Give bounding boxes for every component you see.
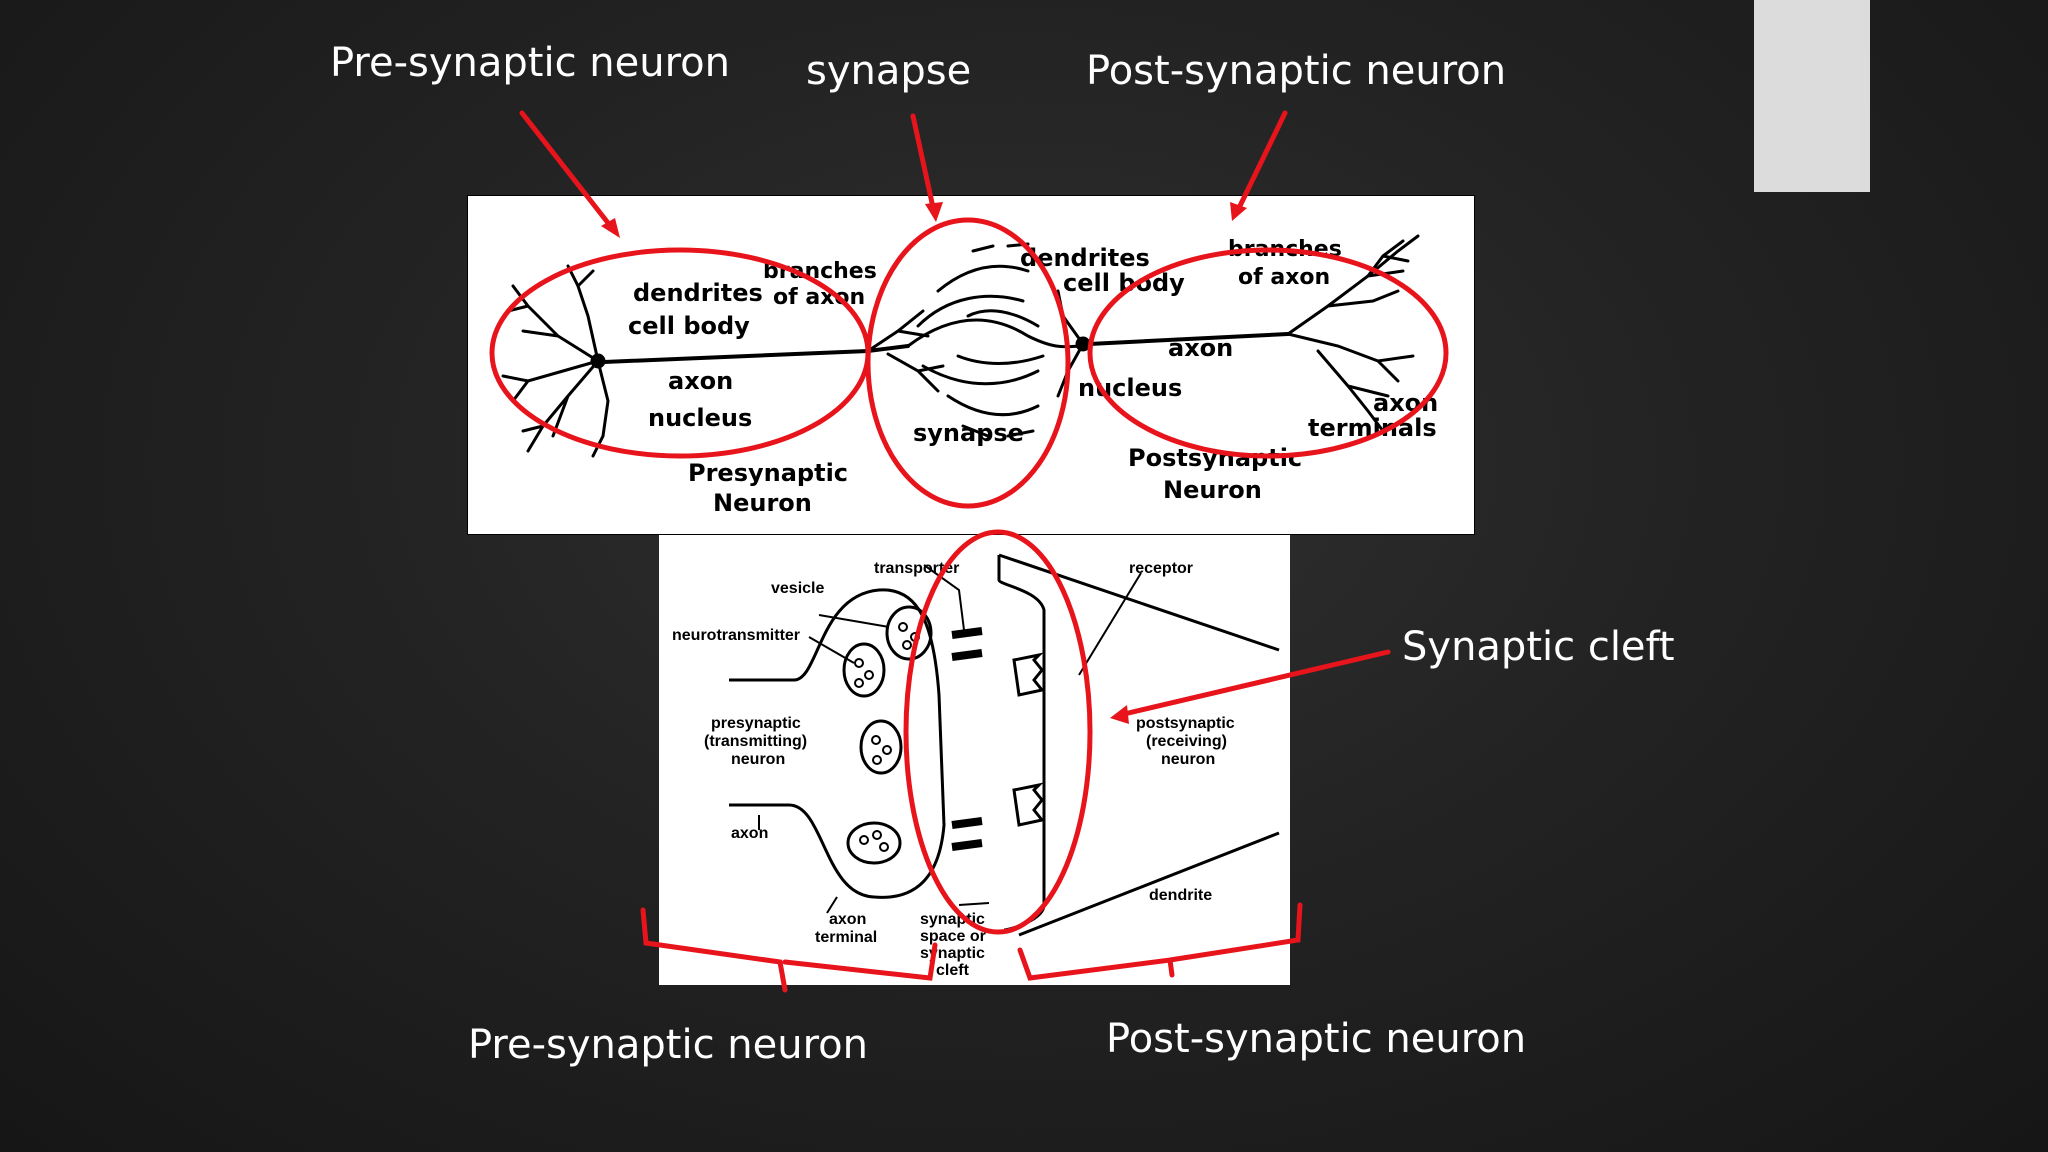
synapse-detail-drawing: transporter vesicle receptor neurotransm… <box>672 553 1280 979</box>
presynaptic-neuron-ellipse <box>489 247 871 459</box>
vesicle-label: vesicle <box>771 580 824 597</box>
pre-dendrites-label: dendrites <box>633 279 763 307</box>
postsynaptic-brace <box>1017 902 1303 981</box>
receptor-bottom <box>1012 782 1045 827</box>
label-top-synapse: synapse <box>806 48 972 94</box>
post-name-line2: Neuron <box>1163 476 1262 504</box>
dendrite-label: dendrite <box>1149 887 1212 904</box>
presynaptic-label-line2: (transmitting) <box>704 733 807 750</box>
axon-terminal-line2: terminal <box>815 929 877 946</box>
receptor-label: receptor <box>1129 560 1193 577</box>
arrowhead-synaptic-cleft <box>1110 705 1129 724</box>
transporter-label: transporter <box>874 560 959 577</box>
vesicles <box>842 605 933 865</box>
pre-axon-label: axon <box>668 367 733 395</box>
synapse-inner-label: synapse <box>913 419 1024 447</box>
neurotransmitter-label: neurotransmitter <box>672 627 800 644</box>
axon-label: axon <box>731 825 768 842</box>
synapse-detail-figure: transporter vesicle receptor neurotransm… <box>659 535 1290 985</box>
dendrite-upper-edge <box>998 553 1280 652</box>
postsynaptic-axon <box>1087 332 1290 346</box>
branches-label-line1: branches <box>763 259 877 284</box>
pre-nucleus-label: nucleus <box>648 404 752 432</box>
cleft-label-line2: space or <box>920 928 986 945</box>
dendrite-lower-edge <box>1018 831 1280 937</box>
post-axon-label: axon <box>1168 334 1233 362</box>
arrowhead-synapse <box>925 202 943 222</box>
label-bottom-postsynaptic-neuron: Post-synaptic neuron <box>1106 1016 1527 1062</box>
arrow-synaptic-cleft <box>1117 649 1391 718</box>
postsynaptic-label-line3: neuron <box>1161 751 1215 768</box>
postsynaptic-neuron-ellipse <box>1087 247 1449 459</box>
transporters <box>951 627 983 851</box>
axon-terminal-line1: axon <box>829 911 866 928</box>
arrow-synapse <box>910 113 937 215</box>
pre-name-line2: Neuron <box>713 489 812 517</box>
post-branches-line2: of axon <box>1238 265 1330 290</box>
accent-bar <box>1754 0 1870 192</box>
pre-cell-body-label: cell body <box>628 312 750 340</box>
presynaptic-terminal-outline <box>729 588 946 899</box>
cleft-label-line4: cleft <box>936 962 970 979</box>
postsynaptic-label-line2: (receiving) <box>1146 733 1227 750</box>
synapse-ellipse <box>865 217 1071 509</box>
arrowhead-presynaptic <box>601 218 620 238</box>
pre-name-line1: Presynaptic <box>688 459 848 487</box>
receptor-top <box>1012 652 1045 697</box>
presynaptic-label-line1: presynaptic <box>711 715 801 732</box>
label-top-postsynaptic-neuron: Post-synaptic neuron <box>1086 48 1507 94</box>
arrowhead-postsynaptic <box>1230 202 1247 221</box>
post-axon-terminals-line1: axon <box>1373 389 1438 417</box>
label-top-presynaptic-neuron: Pre-synaptic neuron <box>330 40 730 86</box>
presynaptic-brace <box>640 907 938 993</box>
presynaptic-label-line3: neuron <box>731 751 785 768</box>
synaptic-cleft-ellipse <box>903 529 1093 935</box>
presynaptic-dendrites <box>501 264 610 458</box>
label-bottom-presynaptic-neuron: Pre-synaptic neuron <box>468 1022 868 1068</box>
postsynaptic-label-line1: postsynaptic <box>1136 715 1235 732</box>
arrow-postsynaptic <box>1235 110 1288 213</box>
arrow-presynaptic <box>519 110 615 231</box>
label-synaptic-cleft: Synaptic cleft <box>1402 624 1675 670</box>
